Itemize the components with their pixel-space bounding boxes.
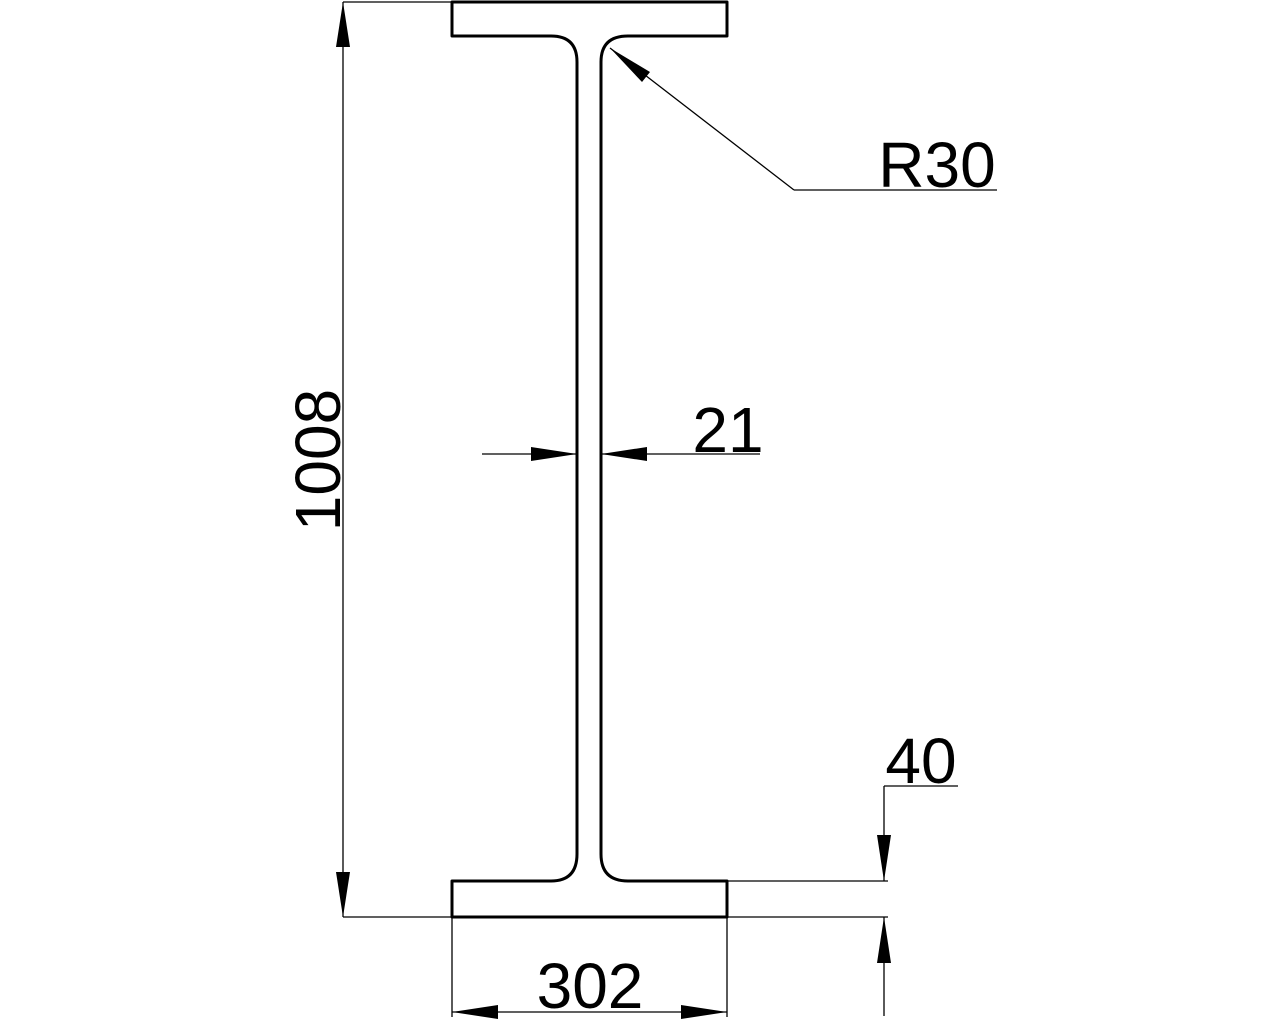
flange-width-label: 302: [537, 950, 644, 1022]
flange-thickness-dimension: 40: [727, 725, 958, 1016]
height-dimension: 1008: [282, 1, 452, 918]
height-label: 1008: [282, 389, 354, 531]
root-radius-label: R30: [878, 129, 995, 201]
ibeam-profile: [450, 0, 729, 919]
web-thickness-dimension: 21: [482, 394, 764, 466]
web-thickness-label: 21: [692, 394, 763, 466]
flange-width-dimension: 302: [451, 917, 728, 1022]
flange-thickness-label: 40: [885, 725, 956, 797]
root-radius-callout: R30: [609, 47, 997, 201]
